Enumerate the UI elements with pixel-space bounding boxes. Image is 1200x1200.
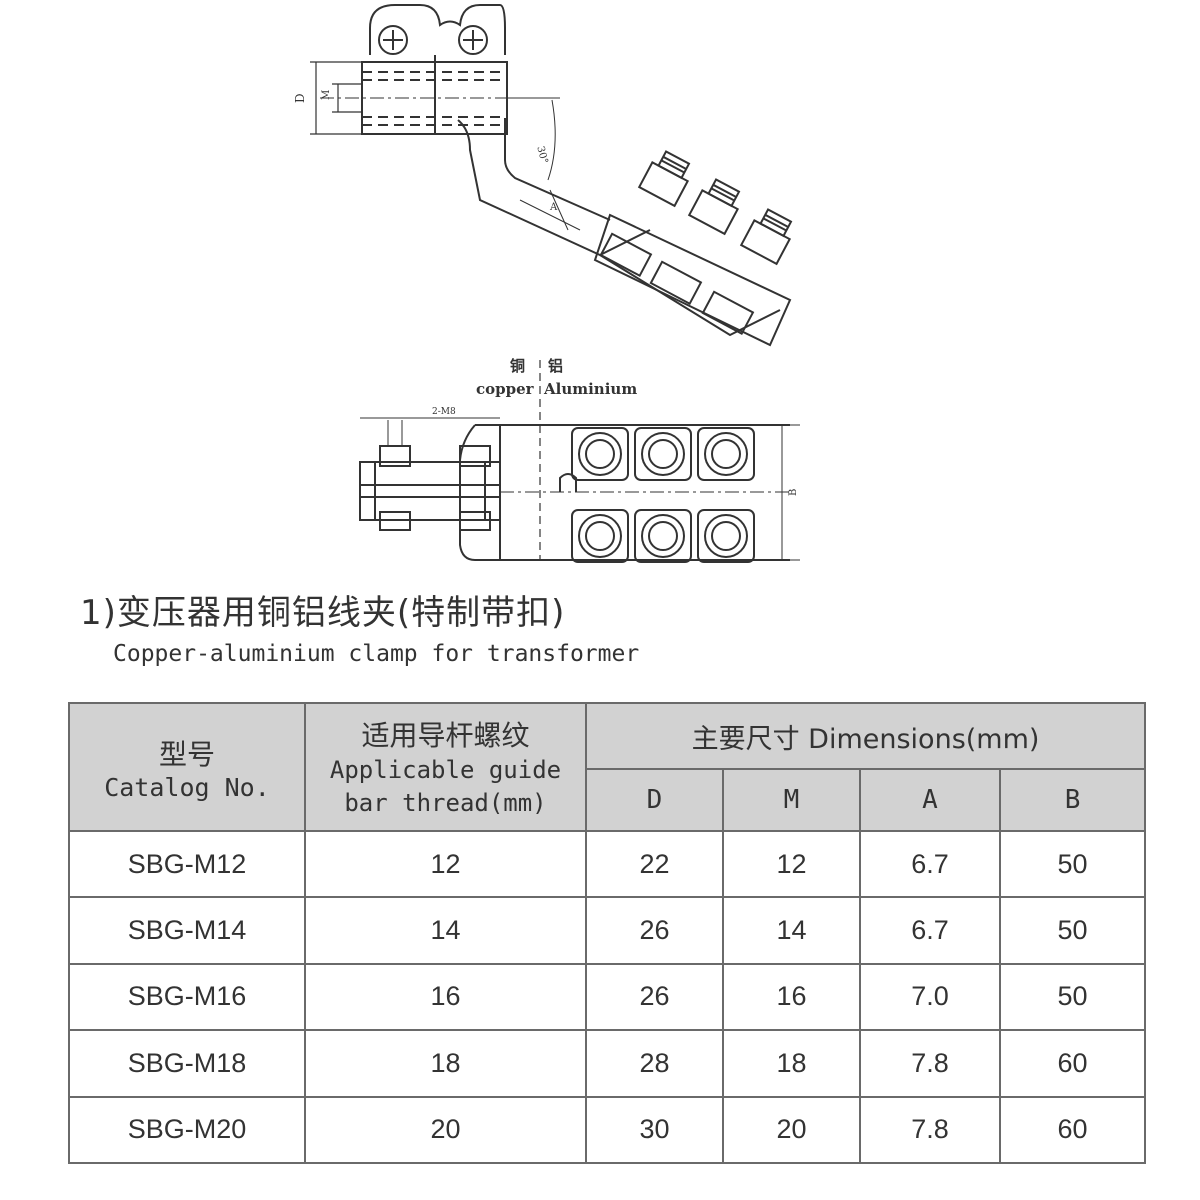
- cell-a: 7.0: [859, 962, 1001, 1032]
- header-thread-zh: 适用导杆螺纹: [361, 719, 530, 752]
- header-col-b: B: [998, 768, 1147, 832]
- header-dimensions: 主要尺寸 Dimensions(mm): [584, 702, 1147, 770]
- label-copper-zh: 铜: [510, 357, 525, 375]
- header-thread-en-2: bar thread(mm): [344, 789, 547, 817]
- label-angle: 30°: [534, 145, 549, 165]
- label-m: M: [321, 90, 332, 100]
- cell-m: 16: [722, 962, 861, 1032]
- cell-d: 26: [585, 962, 724, 1032]
- cell-b: 50: [998, 896, 1147, 965]
- cell-thread: 12: [304, 829, 587, 899]
- label-copper: copper: [476, 380, 535, 398]
- angled-arm: [457, 97, 781, 337]
- label-bolt: 2-M8: [432, 407, 456, 417]
- cell-d: 28: [585, 1029, 724, 1098]
- cell-catalog: SBG-M14: [68, 896, 306, 965]
- caption-chinese: 1)变压器用铜铝线夹(特制带扣): [80, 593, 566, 633]
- cell-a: 7.8: [859, 1095, 1001, 1165]
- label-aluminium: Aluminium: [543, 380, 637, 398]
- header-catalog-zh: 型号: [158, 737, 215, 771]
- cell-thread: 18: [304, 1029, 587, 1098]
- cell-m: 12: [722, 829, 861, 899]
- cell-d: 30: [585, 1095, 724, 1165]
- label-d: D: [293, 93, 307, 103]
- caption-english: Copper-aluminium clamp for transformer: [113, 641, 640, 667]
- header-col-a: A: [859, 768, 1001, 832]
- cell-thread: 20: [304, 1095, 587, 1165]
- cell-catalog: SBG-M12: [68, 829, 306, 899]
- bottom-view: [359, 360, 800, 563]
- label-a: A: [549, 202, 558, 213]
- cell-a: 6.7: [859, 896, 1001, 965]
- cell-d: 22: [585, 829, 724, 899]
- cell-b: 60: [998, 1029, 1147, 1098]
- top-clamp-head: [369, 4, 506, 55]
- cell-b: 60: [998, 1095, 1147, 1165]
- cell-a: 7.8: [859, 1029, 1001, 1098]
- specification-table: 型号 Catalog No. 适用导杆螺纹 Applicable guide b…: [68, 702, 1147, 1165]
- cell-a: 6.7: [859, 829, 1001, 899]
- header-col-d: D: [585, 768, 724, 832]
- top-clamp-barrel: [320, 55, 520, 135]
- header-col-m: M: [722, 768, 861, 832]
- dimension-d-m: [310, 61, 362, 135]
- cell-d: 26: [585, 896, 724, 965]
- cell-m: 20: [722, 1095, 861, 1165]
- cell-m: 18: [722, 1029, 861, 1098]
- cell-thread: 14: [304, 896, 587, 965]
- cell-catalog: SBG-M16: [68, 962, 306, 1032]
- cell-b: 50: [998, 962, 1147, 1032]
- cell-catalog: SBG-M18: [68, 1029, 306, 1098]
- label-b: B: [788, 489, 799, 496]
- label-aluminium-zh: 铝: [548, 357, 563, 375]
- cell-thread: 16: [304, 962, 587, 1032]
- header-thread-en-1: Applicable guide: [329, 756, 562, 784]
- header-thread: 适用导杆螺纹 Applicable guide bar thread(mm): [304, 702, 587, 832]
- header-catalog: 型号 Catalog No.: [68, 702, 306, 832]
- angled-bolts: [593, 150, 793, 347]
- cell-m: 14: [722, 896, 861, 965]
- technical-drawing: D M 30° A 铜 铝 copper Aluminium 2-M8 B: [293, 4, 800, 563]
- cell-catalog: SBG-M20: [68, 1095, 306, 1165]
- cell-b: 50: [998, 829, 1147, 899]
- header-catalog-en: Catalog No.: [104, 772, 270, 802]
